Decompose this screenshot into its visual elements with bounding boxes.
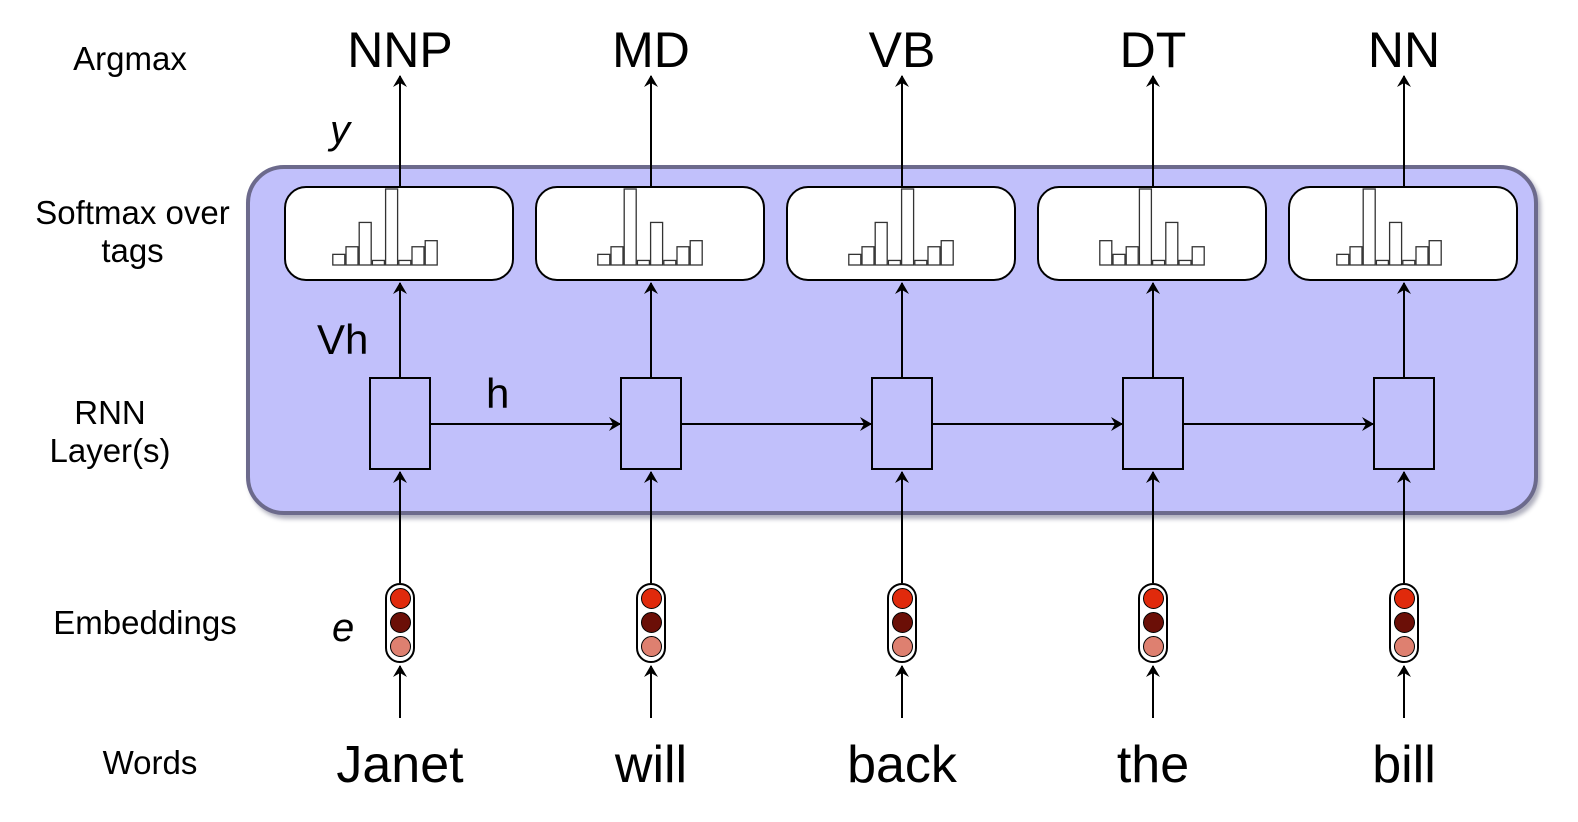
embedding-vector <box>636 583 666 663</box>
softmax-bar <box>610 246 624 266</box>
embedding-vector <box>385 583 415 663</box>
softmax-bar <box>1191 246 1205 266</box>
row-label-rnn-line1: RNN <box>74 394 146 431</box>
embedding-dot <box>1393 588 1415 609</box>
row-label-rnn: RNN Layer(s) <box>20 394 200 470</box>
softmax-bar <box>398 259 412 266</box>
softmax-bar <box>623 188 637 266</box>
embedding-dot <box>1142 612 1164 633</box>
softmax-bar <box>1112 253 1126 266</box>
input-word: back <box>847 736 957 794</box>
softmax-bar <box>914 259 928 266</box>
input-word: the <box>1116 736 1190 794</box>
row-label-embeddings: Embeddings <box>53 604 237 641</box>
softmax-bar <box>1125 246 1139 266</box>
row-label-softmax: Softmax over tags <box>20 194 245 270</box>
tag-output: NNP <box>347 22 453 78</box>
softmax-bar <box>1349 246 1363 266</box>
embedding-dot <box>891 612 913 633</box>
softmax-bar <box>887 259 902 266</box>
softmax-bar <box>597 253 611 266</box>
softmax-box <box>535 186 765 281</box>
rnn-cell <box>369 377 431 470</box>
rnn-cell <box>620 377 682 470</box>
softmax-box <box>786 186 1016 281</box>
softmax-bar <box>1165 221 1179 266</box>
softmax-bar <box>940 240 954 266</box>
input-word: will <box>614 736 688 794</box>
softmax-bar <box>1336 253 1350 266</box>
embedding-dot <box>389 612 411 633</box>
softmax-box <box>1288 186 1518 281</box>
rnn-cell <box>1122 377 1184 470</box>
softmax-bar <box>1138 188 1153 266</box>
embedding-vector <box>1138 583 1168 663</box>
tag-output: MD <box>612 22 690 78</box>
softmax-bar <box>332 253 346 266</box>
input-word: Janet <box>336 736 464 794</box>
softmax-bar <box>424 240 438 266</box>
softmax-bar <box>663 259 677 266</box>
embedding-dot <box>1142 588 1164 609</box>
rnn-cell <box>871 377 933 470</box>
embedding-vector <box>887 583 917 663</box>
embedding-dot <box>1142 636 1164 657</box>
softmax-bar <box>636 259 651 266</box>
softmax-box <box>1037 186 1267 281</box>
softmax-bar <box>900 188 915 266</box>
softmax-bar <box>848 253 862 266</box>
embedding-dot <box>640 612 662 633</box>
softmax-bar <box>689 240 703 266</box>
embedding-dot <box>389 588 411 609</box>
softmax-bar <box>345 246 359 266</box>
softmax-box <box>284 186 514 281</box>
softmax-bar <box>1402 259 1416 266</box>
embedding-dot <box>891 636 913 657</box>
row-label-argmax: Argmax <box>73 40 187 77</box>
softmax-bar <box>1178 259 1192 266</box>
label-y: y <box>330 108 350 152</box>
softmax-bar <box>861 246 875 266</box>
softmax-distribution <box>1099 188 1205 266</box>
embedding-vector <box>1389 583 1419 663</box>
softmax-bar <box>676 246 690 266</box>
softmax-bar <box>1099 240 1113 266</box>
softmax-bar <box>1415 246 1429 266</box>
label-e: e <box>332 606 355 650</box>
row-label-softmax-line1: Softmax over <box>35 194 230 231</box>
label-h: h <box>486 370 510 417</box>
softmax-bar <box>1362 188 1376 266</box>
softmax-bar <box>1428 240 1442 266</box>
row-label-words: Words <box>102 744 198 781</box>
softmax-distribution <box>1336 188 1442 266</box>
softmax-distribution <box>848 188 954 266</box>
row-label-softmax-line2: tags <box>101 232 164 269</box>
softmax-distribution <box>332 188 438 266</box>
embedding-dot <box>891 588 913 609</box>
softmax-bar <box>1151 259 1166 266</box>
rnn-cell <box>1373 377 1435 470</box>
softmax-bar <box>927 246 941 266</box>
tag-output: NN <box>1367 22 1441 78</box>
softmax-distribution <box>597 188 703 266</box>
embedding-dot <box>640 588 662 609</box>
softmax-bar <box>649 221 664 266</box>
softmax-bar <box>358 221 372 266</box>
embedding-dot <box>1393 636 1415 657</box>
embedding-dot <box>389 636 411 657</box>
softmax-bar <box>1388 221 1403 266</box>
tag-output: DT <box>1119 22 1187 78</box>
embedding-dot <box>1393 612 1415 633</box>
softmax-bar <box>874 221 888 266</box>
row-label-rnn-line2: Layer(s) <box>49 432 171 469</box>
softmax-bar <box>411 246 425 266</box>
tag-output: VB <box>868 22 936 78</box>
input-word: bill <box>1372 736 1436 794</box>
embedding-dot <box>640 636 662 657</box>
softmax-bar <box>384 188 399 266</box>
softmax-bar <box>371 259 386 266</box>
label-vh: Vh <box>317 316 369 363</box>
softmax-bar <box>1375 259 1390 266</box>
